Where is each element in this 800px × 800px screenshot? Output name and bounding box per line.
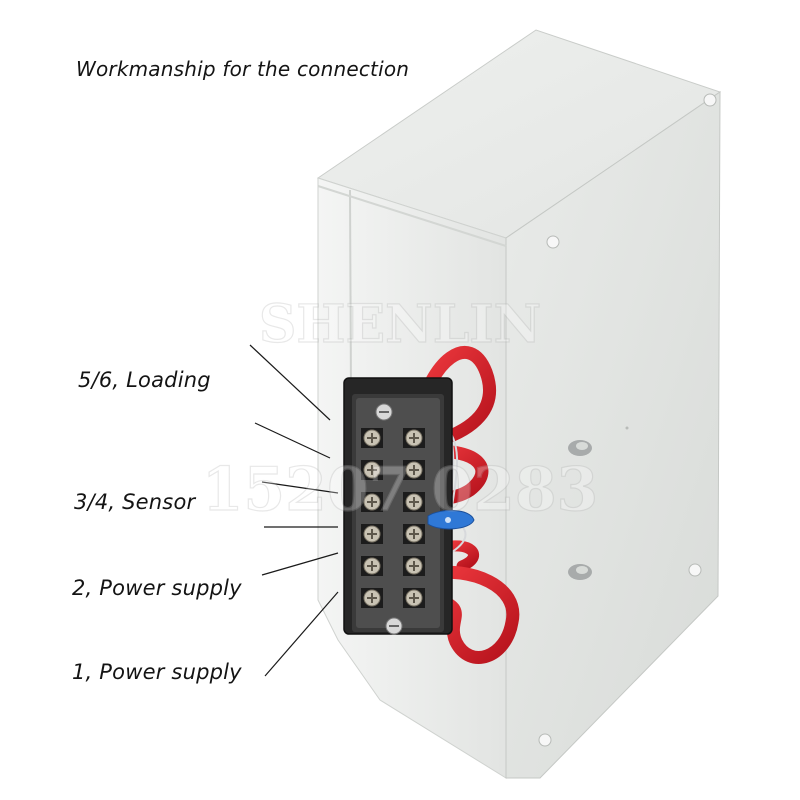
watermark-number: 15207 0283: [202, 455, 599, 525]
watermark-brand: SHENLIN: [259, 294, 541, 355]
screw-icon: [703, 93, 717, 107]
terminal-screw-icon: [361, 588, 383, 608]
enclosure-front: [505, 91, 721, 779]
pointer-line: [264, 591, 339, 677]
screw-icon: [546, 235, 560, 249]
label-power-supply-1: 1, Power supply: [72, 660, 242, 684]
terminal-screw-icon: [403, 492, 425, 512]
caption-title: Workmanship for the connection: [76, 57, 410, 81]
watermark: SHENLIN 15207 0283: [201, 293, 599, 525]
blue-connector: [427, 510, 475, 530]
pointer-lines: [249, 344, 339, 677]
terminal-screw-icon: [361, 556, 383, 576]
terminal-screw-icon: [403, 524, 425, 544]
pointer-line: [261, 481, 339, 494]
red-wires: [411, 345, 520, 664]
terminal-screw-icon: [361, 460, 383, 480]
terminal-screw-icon: [403, 428, 425, 448]
pointer-line: [261, 552, 339, 576]
terminal-screw-icon: [361, 428, 383, 448]
label-loading: 5/6, Loading: [78, 368, 211, 392]
label-sensor: 3/4, Sensor: [74, 490, 196, 514]
terminal-screw-icon: [403, 588, 425, 608]
terminal-screw-icon: [403, 556, 425, 576]
screw-icon: [688, 563, 702, 577]
terminal-screw-icon: [403, 460, 425, 480]
screw-icon: [538, 733, 552, 747]
pointer-line: [254, 422, 331, 459]
terminal-screws: [361, 428, 425, 608]
terminal-screw-icon: [361, 492, 383, 512]
terminal-screw-icon: [361, 524, 383, 544]
mounting-boss: [568, 440, 592, 456]
pointer-line: [249, 344, 331, 421]
mounting-boss: [568, 564, 592, 580]
label-power-supply-2: 2, Power supply: [72, 576, 242, 600]
